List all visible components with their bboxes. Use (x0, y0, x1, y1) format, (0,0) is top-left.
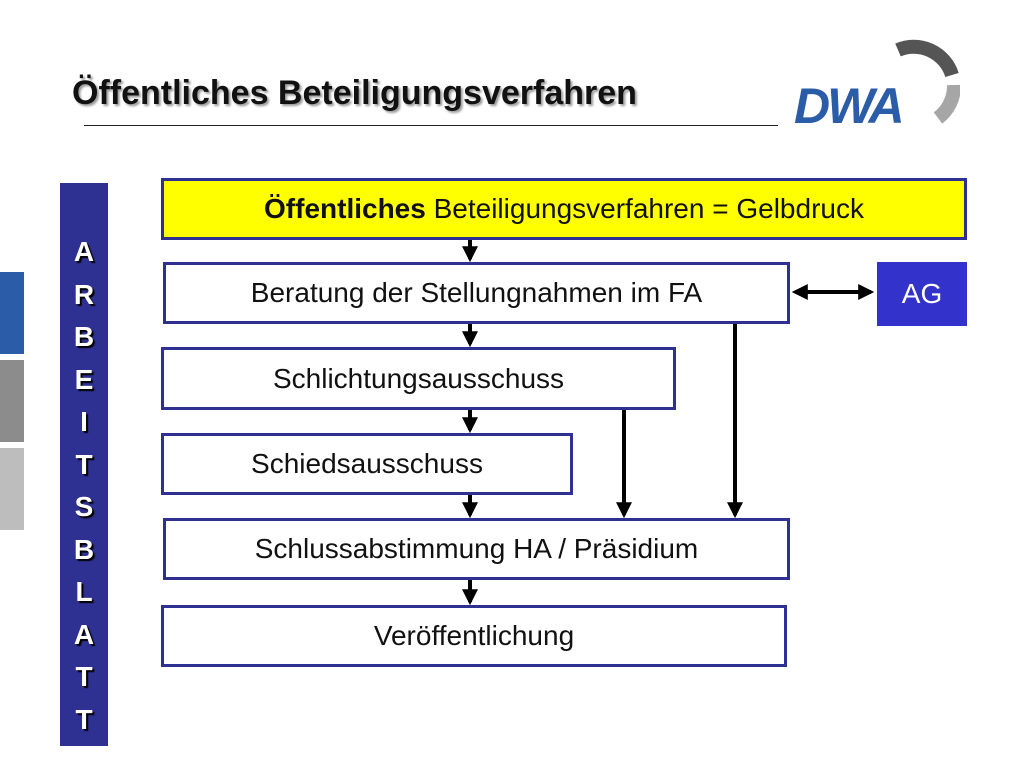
flow-box-gelbdruck-bold: Öffentliches (264, 193, 426, 224)
logo-ring-right (933, 84, 961, 124)
arbeitsblatt-vertical-bar: A R B E I T S B L A T T (60, 183, 108, 746)
flow-box-beratung: Beratung der Stellungnahmen im FA (163, 262, 790, 324)
flow-box-schlichtung: Schlichtungsausschuss (161, 347, 676, 410)
vertical-letter: E (74, 363, 94, 395)
side-tab-light-gray (0, 448, 24, 530)
flow-box-schieds: Schiedsausschuss (161, 433, 573, 495)
flow-box-veroeffentlichung: Veröffentlichung (161, 605, 787, 667)
vertical-letter: T (75, 703, 93, 735)
vertical-letter: I (80, 406, 88, 437)
vertical-letter: R (73, 278, 95, 310)
ag-box: AG (877, 262, 967, 326)
flow-box-schlussabstimmung: Schlussabstimmung HA / Präsidium (163, 518, 790, 580)
vertical-letter: A (73, 618, 95, 650)
vertical-letter: A (73, 236, 95, 267)
title-underline (84, 125, 778, 126)
flow-box-gelbdruck: Öffentliches Beteiligungsverfahren = Gel… (161, 178, 967, 240)
vertical-letter: T (75, 661, 93, 692)
logo-lettering: DWA (794, 78, 902, 130)
side-tab-blue (0, 272, 24, 354)
logo-ring-top (895, 39, 959, 78)
side-tab-gray (0, 360, 24, 442)
flow-box-gelbdruck-rest: Beteiligungsverfahren = Gelbdruck (425, 193, 864, 224)
vertical-letter: T (75, 448, 93, 480)
slide-title: Öffentliches Beteiligungsverfahren (72, 74, 637, 112)
vertical-letter: B (73, 321, 95, 352)
vertical-letter: B (73, 533, 95, 565)
vertical-letter: L (75, 576, 93, 607)
dwa-logo: DWA (790, 30, 961, 134)
vertical-letter: S (74, 491, 94, 522)
